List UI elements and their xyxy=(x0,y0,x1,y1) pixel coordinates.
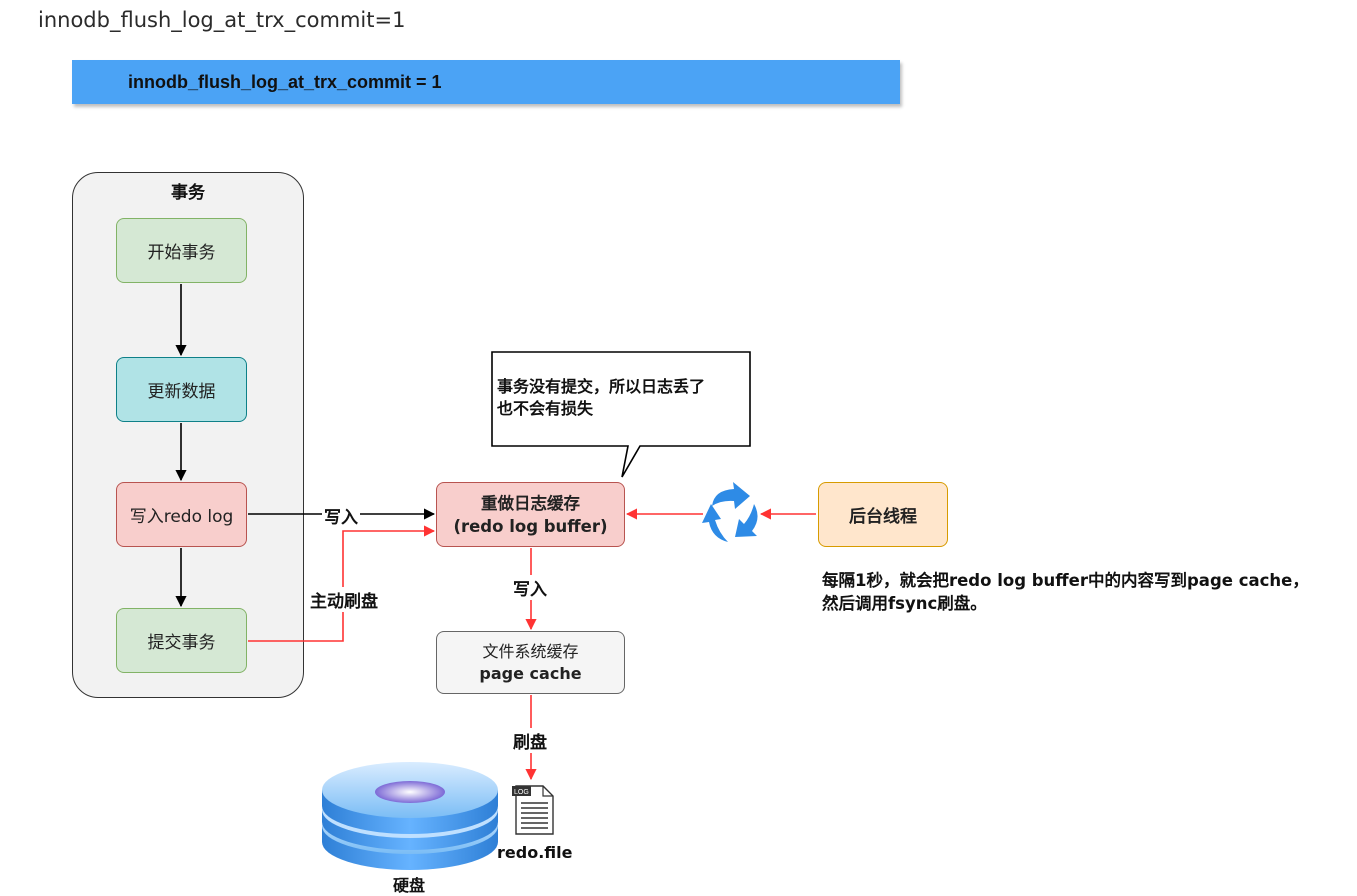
log-file-icon: LOG xyxy=(512,785,554,835)
callout-text: 事务没有提交，所以日志丢了 也不会有损失 xyxy=(497,376,752,420)
start-transaction-node: 开始事务 xyxy=(116,218,247,283)
callout-line2: 也不会有损失 xyxy=(497,399,594,418)
parameter-banner: innodb_flush_log_at_trx_commit = 1 xyxy=(72,60,900,104)
commit-transaction-node: 提交事务 xyxy=(116,608,247,673)
log-file-tag: LOG xyxy=(514,789,529,796)
page-heading: innodb_flush_log_at_trx_commit=1 xyxy=(38,8,406,32)
callout-line1: 事务没有提交，所以日志丢了 xyxy=(497,377,706,396)
update-data-node: 更新数据 xyxy=(116,357,247,422)
redo-buffer-line2: (redo log buffer) xyxy=(453,516,608,536)
page-cache-line1: 文件系统缓存 xyxy=(482,641,579,661)
redo-log-buffer-node: 重做日志缓存 (redo log buffer) xyxy=(436,482,625,547)
cycle-icon xyxy=(702,482,758,542)
label-write-cache: 写入 xyxy=(513,575,547,600)
page-cache-node: 文件系统缓存 page cache xyxy=(436,631,625,694)
write-redo-log-node: 写入redo log xyxy=(116,482,247,547)
transaction-title: 事务 xyxy=(171,183,205,203)
label-active-flush: 主动刷盘 xyxy=(310,587,378,612)
background-thread-note: 每隔1秒，就会把redo log buffer中的内容写到page cache，… xyxy=(822,569,1352,615)
arrow-commit-to-buffer xyxy=(248,525,436,642)
disk-label: 硬盘 xyxy=(393,876,426,895)
disk-icon xyxy=(322,762,498,870)
redo-buffer-line1: 重做日志缓存 xyxy=(481,493,580,513)
redo-file-label: redo.file xyxy=(497,843,573,862)
background-thread-node: 后台线程 xyxy=(818,482,948,547)
note-line1: 每隔1秒，就会把redo log buffer中的内容写到page cache， xyxy=(822,571,1309,590)
label-flush: 刷盘 xyxy=(513,728,547,753)
callout-bubble xyxy=(491,351,751,478)
note-line2: 然后调用fsync刷盘。 xyxy=(822,594,987,613)
page-cache-line2: page cache xyxy=(479,663,582,683)
label-write-buffer: 写入 xyxy=(322,503,360,528)
